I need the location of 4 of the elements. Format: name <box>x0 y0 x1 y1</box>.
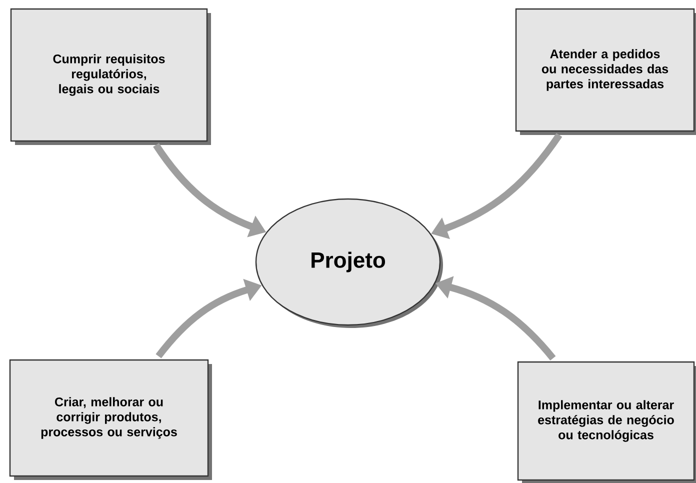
process-box: Atender a pedidos ou necessidades das partes interessadas <box>515 8 696 135</box>
process-box: Implementar ou alterar estratégias de negócio ou tecnológicas <box>517 361 696 483</box>
process-box: Cumprir requisitos regulatórios, legais ou sociais <box>10 8 211 145</box>
process-box: Criar, melhorar ou corrigir produtos, processos ou serviços <box>9 359 212 480</box>
